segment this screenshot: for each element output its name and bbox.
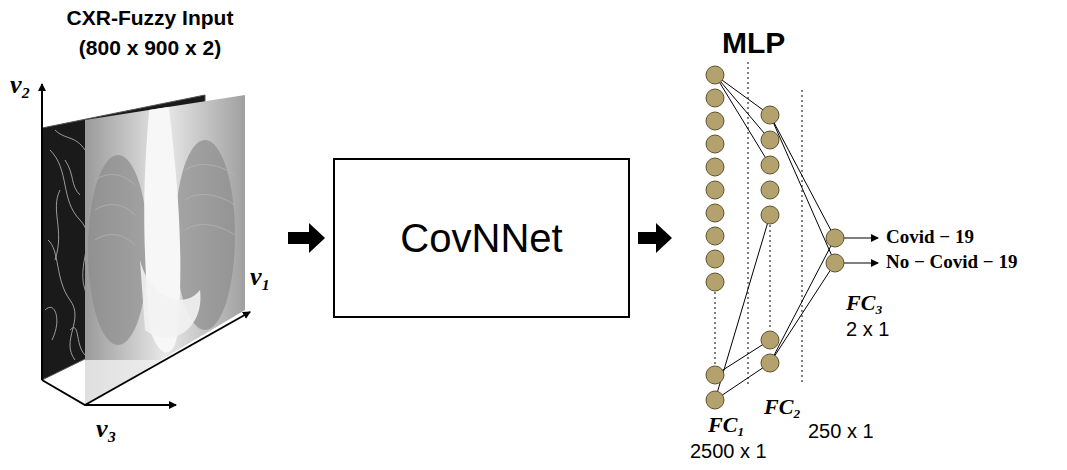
block-arrow (288, 223, 325, 253)
axes (42, 84, 250, 405)
mlp-group: MLP (680, 20, 1060, 460)
layer-size: 2 x 1 (846, 318, 889, 341)
node-text: CXR-Fuzzy Input (20, 6, 280, 30)
input-image: CXR-Fuzzy Input (800 x 900 x 2) (20, 4, 280, 440)
output-label: Covid − 19 (886, 226, 974, 248)
output-label: No − Covid − 19 (886, 251, 1017, 273)
axis-label: v₂ (10, 70, 31, 100)
arrow-head (656, 223, 672, 253)
process-box: CovNNet (333, 158, 630, 318)
layer-name: FC₁ (708, 412, 745, 438)
axis-label: v₃ (96, 414, 117, 444)
arrow-shaft (288, 232, 309, 244)
layer-size: 2500 x 1 (690, 440, 767, 463)
axis-label: v₁ (250, 262, 271, 292)
node-text: MLP (722, 26, 785, 60)
node-text: CovNNet (400, 216, 562, 261)
block-arrow (638, 223, 672, 253)
layer-size: 250 x 1 (808, 420, 874, 443)
xray-image (85, 95, 245, 420)
mlp-network (706, 62, 878, 409)
layer-name: FC₂ (764, 394, 801, 420)
arrow-shaft (638, 232, 656, 244)
arrow-head (309, 223, 325, 253)
node-text: (800 x 900 x 2) (20, 36, 280, 60)
layer-name: FC₃ (846, 290, 883, 316)
